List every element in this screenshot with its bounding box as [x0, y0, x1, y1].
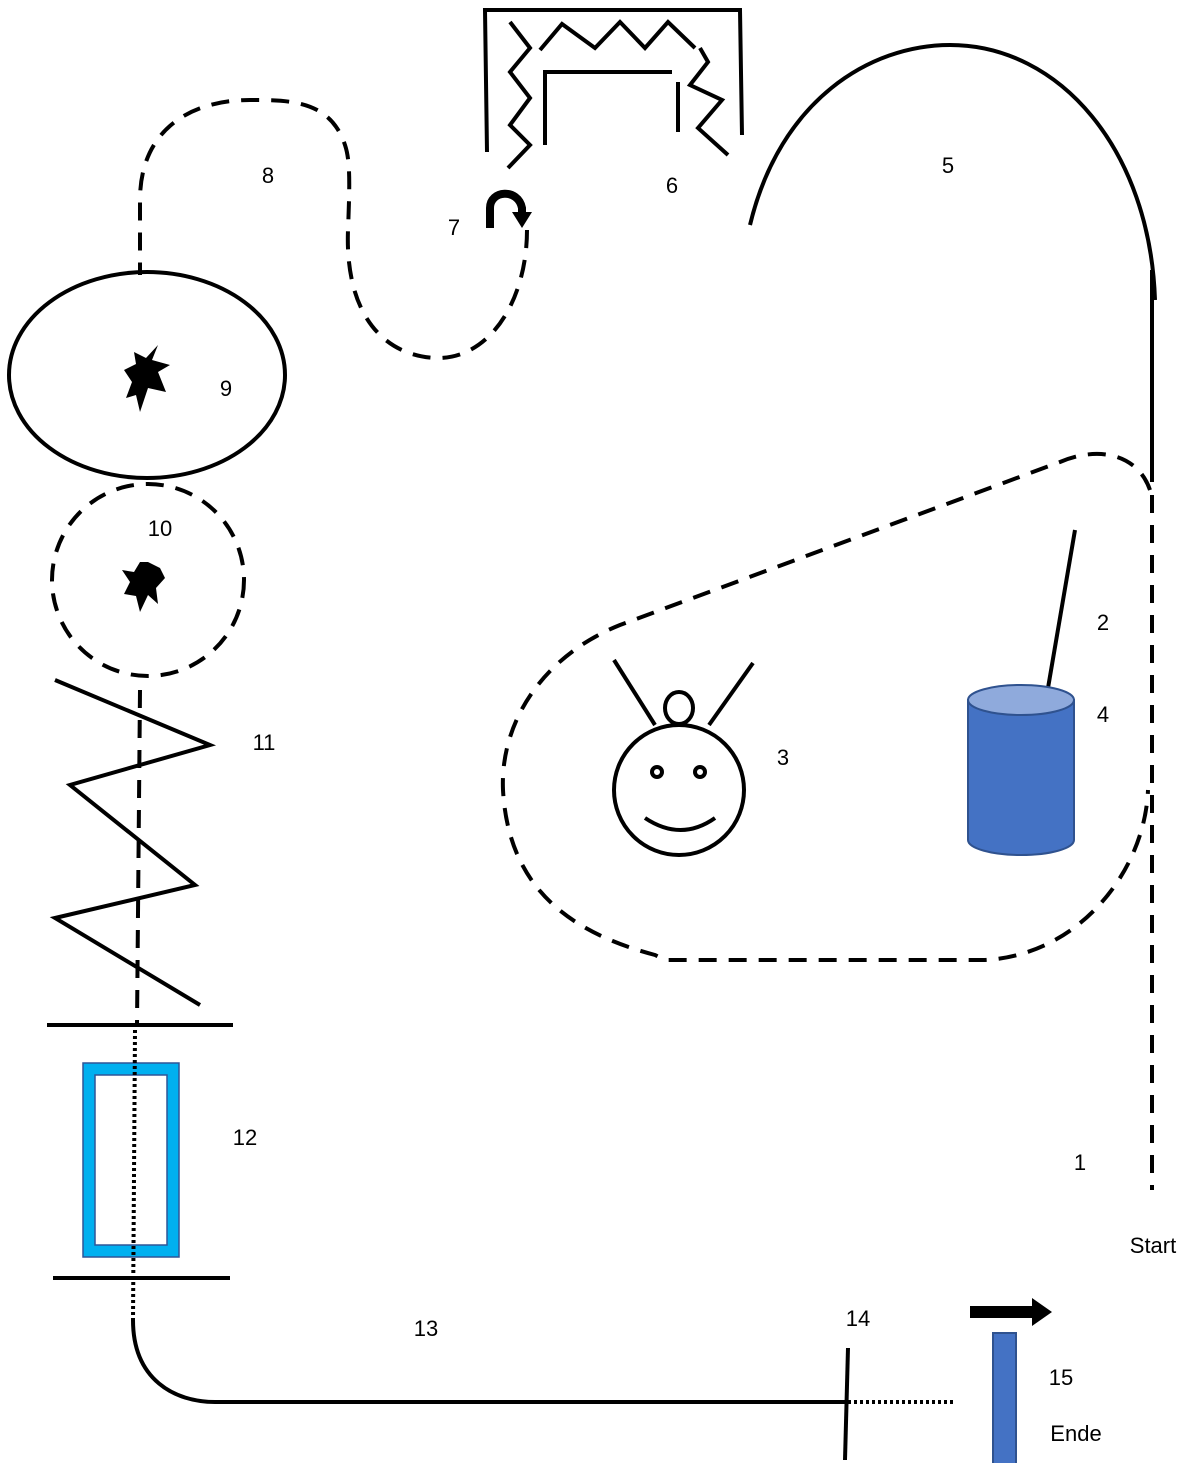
station-label-2: 2 [1097, 610, 1109, 635]
station-label-12: 12 [233, 1125, 257, 1150]
zigzag-box-6 [482, 8, 744, 170]
barrel-icon [967, 684, 1075, 856]
station-label-6: 6 [666, 173, 678, 198]
smiley-face-icon [612, 658, 755, 857]
ring-9 [7, 270, 287, 480]
station-label-9: 9 [220, 376, 232, 401]
end-post-15 [992, 1332, 1017, 1463]
station-label-1: 1 [1074, 1150, 1086, 1175]
arch-5 [748, 42, 1157, 301]
station-label-14: 14 [846, 1306, 870, 1331]
zigzag-11 [49, 678, 217, 1007]
path-segment-13 [131, 1319, 845, 1404]
dashed-curve-8 [138, 97, 529, 361]
frame-12 [83, 1063, 179, 1257]
pole-2 [1046, 529, 1077, 689]
dashed-ring-10 [50, 482, 246, 678]
gate-14 [843, 1347, 850, 1461]
dotted-line-12 [131, 1029, 137, 1321]
station-label-3: 3 [777, 745, 789, 770]
start-label: Start [1130, 1233, 1176, 1258]
arrow-right-icon [970, 1298, 1052, 1326]
star-burst-icon [122, 562, 165, 612]
station-label-13: 13 [414, 1316, 438, 1341]
dashed-loop-3-4 [500, 452, 1152, 962]
end-label: Ende [1050, 1421, 1101, 1446]
star-burst-icon [124, 345, 170, 412]
station-label-5: 5 [942, 153, 954, 178]
station-label-8: 8 [262, 163, 274, 188]
station-label-10: 10 [148, 516, 172, 541]
station-label-7: 7 [448, 215, 460, 240]
station-label-4: 4 [1097, 702, 1109, 727]
station-label-15: 15 [1049, 1365, 1073, 1390]
rotation-arrow-icon [486, 189, 532, 228]
station-label-11: 11 [253, 730, 276, 755]
path-segment-11 [135, 689, 142, 1026]
